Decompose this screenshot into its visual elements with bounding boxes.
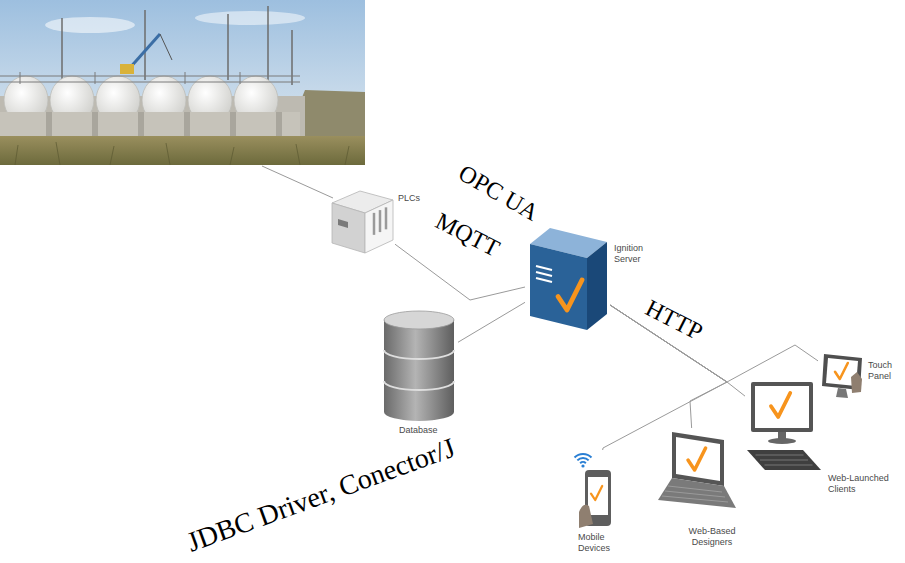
node-shape [652, 428, 737, 523]
node-shape [525, 222, 610, 332]
laptop-client: Web-Based Designers [652, 428, 737, 523]
protocol-label-anchor: HTTP [652, 295, 714, 319]
device-label: Mobile Devices [578, 532, 616, 554]
crane [120, 34, 172, 74]
touch-icon [822, 354, 862, 398]
node-shape [745, 380, 825, 475]
protocol-label: JDBC Driver, Conector/J [182, 433, 459, 557]
node-shape [330, 185, 395, 255]
node-label: Web-Launched Clients [828, 473, 894, 495]
monitor-icon [747, 382, 821, 470]
touch-panel-client: Touch Panel [818, 350, 866, 405]
protocol-label-anchor: JDBC Driver, Conector/J [192, 529, 477, 557]
device-label: PLCs [398, 193, 420, 204]
mobile-client: Mobile Devices [573, 450, 618, 530]
device-label: Ignition Server [614, 243, 654, 265]
node-label: Database [399, 425, 438, 436]
tank-farm-photo [0, 0, 365, 165]
plc-icon [332, 191, 393, 253]
node-label: PLCs [398, 193, 420, 204]
plc-device: PLCs [330, 185, 395, 255]
node-shape [818, 350, 866, 405]
node-shape [573, 450, 618, 530]
desktop-client: Web-Launched Clients [745, 380, 825, 475]
network-link [458, 302, 525, 342]
server-icon [530, 228, 607, 330]
protocol-label-anchor: MQTT [442, 208, 512, 232]
network-link [395, 244, 525, 300]
database-cylinder: Database [380, 308, 458, 423]
node-label: Mobile Devices [578, 532, 616, 554]
laptop-icon [658, 432, 736, 508]
protocol-label-anchor: OPC UA [466, 160, 555, 184]
protocol-label: OPC UA [454, 160, 543, 225]
protocol-label: HTTP [641, 295, 707, 345]
device-label: Database [399, 425, 438, 436]
server-node: Ignition Server [525, 222, 610, 332]
device-label: Web-Based Designers [686, 526, 738, 548]
db-icon [384, 311, 454, 421]
mobile-icon [575, 454, 611, 528]
photo-link-line [262, 166, 333, 198]
node-shape [380, 308, 458, 423]
device-label: Web-Launched Clients [828, 473, 894, 495]
node-label: Ignition Server [614, 243, 654, 265]
protocol-label: MQTT [431, 208, 504, 261]
node-label: Touch Panel [868, 360, 898, 382]
node-label: Web-Based Designers [686, 526, 738, 548]
device-label: Touch Panel [868, 360, 898, 382]
